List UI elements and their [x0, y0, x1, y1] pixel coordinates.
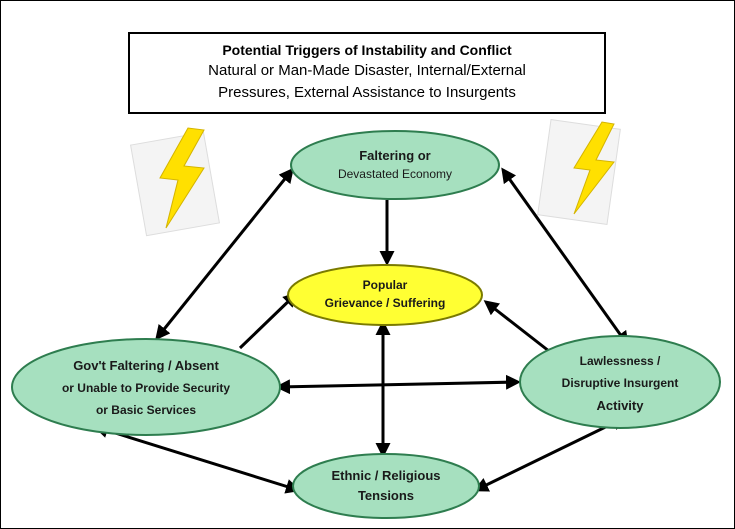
triggers-heading: Potential Triggers of Instability and Co…	[222, 42, 512, 58]
node-grievance-line-1: Popular	[363, 278, 408, 292]
arrow-ethnic-lawlessness	[473, 416, 627, 492]
node-lawlessness: Lawlessness / Disruptive Insurgent Activ…	[519, 335, 721, 429]
triggers-title-box: Potential Triggers of Instability and Co…	[128, 32, 606, 114]
relationship-arrows	[93, 167, 629, 494]
node-government-line-2: or Unable to Provide Security	[62, 381, 230, 395]
node-lawlessness-line-2: Disruptive Insurgent	[562, 376, 679, 390]
node-government-line-3: or Basic Services	[96, 403, 196, 417]
node-ethnic-line-2: Tensions	[358, 488, 414, 503]
node-lawlessness-line-1: Lawlessness /	[580, 354, 661, 368]
node-grievance-line-2: Grievance / Suffering	[325, 296, 446, 310]
node-ethnic-line-1: Ethnic / Religious	[331, 468, 440, 483]
node-grievance: Popular Grievance / Suffering	[287, 264, 483, 326]
node-economy-line-2: Devastated Economy	[338, 167, 452, 181]
arrow-government-lawlessness	[275, 374, 521, 395]
node-economy: Faltering or Devastated Economy	[290, 130, 500, 200]
node-government: Gov't Faltering / Absent or Unable to Pr…	[11, 338, 281, 436]
arrow-government-grievance	[238, 291, 299, 350]
triggers-line-2: Pressures, External Assistance to Insurg…	[218, 84, 516, 101]
lightning-bolt-icon-left	[129, 127, 221, 237]
arrow-economy-lawlessness	[501, 167, 629, 347]
node-ethnic: Ethnic / Religious Tensions	[292, 453, 480, 519]
arrow-government-ethnic	[93, 423, 301, 494]
lightning-bolt-icon-right	[537, 119, 621, 225]
node-economy-line-1: Faltering or	[359, 148, 431, 163]
node-government-line-1: Gov't Faltering / Absent	[73, 358, 219, 373]
triggers-line-1: Natural or Man-Made Disaster, Internal/E…	[208, 62, 526, 79]
arrow-economy-government	[155, 167, 294, 341]
node-lawlessness-line-3: Activity	[597, 398, 645, 413]
arrow-lawlessness-grievance	[483, 300, 555, 357]
